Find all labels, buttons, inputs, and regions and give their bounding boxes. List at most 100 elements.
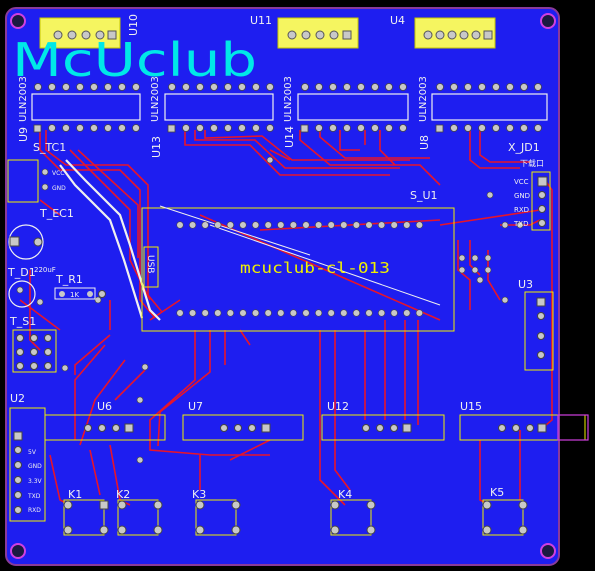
brand-logo: McUclub [12, 33, 257, 87]
r-value: 1K [70, 291, 79, 299]
mcu-pin [352, 221, 361, 229]
ref-u14: U14 [283, 126, 296, 148]
u2-pins [13, 431, 23, 514]
mcu-pin [189, 309, 197, 317]
u2-pin-33v: 3.3V [28, 478, 43, 485]
ref-k4: K4 [338, 488, 352, 501]
mounting-holes [10, 13, 556, 559]
mcu-pin [252, 221, 260, 229]
ref-u12: U12 [327, 400, 349, 413]
ref-t-ec1: T_EC1 [39, 207, 74, 220]
pin-gnd: GND [514, 192, 530, 200]
pin-gnd-tc: GND [52, 185, 66, 192]
mcu-pin [327, 221, 335, 229]
ref-u6: U6 [97, 400, 112, 413]
pin-vcc-tc: VCC [52, 170, 64, 177]
ref-k5: K5 [490, 486, 504, 499]
mcu-pin [378, 221, 386, 229]
mcu-pin [214, 309, 222, 317]
mcu-pin [277, 309, 285, 317]
ref-s-u1: S_U1 [410, 189, 438, 202]
ts1-pins [16, 334, 52, 370]
mcu-pin [315, 309, 323, 317]
u2-pin-txd: TXD [27, 493, 41, 500]
u2-pin-5v: 5V [28, 449, 37, 456]
usb-label: USB [145, 255, 155, 273]
mcu-pin [176, 221, 184, 229]
mcu-pin [201, 221, 209, 229]
ref-k2: K2 [116, 488, 130, 501]
xjd1-pins [537, 176, 548, 227]
module-pins [84, 423, 547, 433]
board-label: mcuclub-cl-013 [240, 259, 390, 277]
header-pins [53, 30, 493, 40]
ref-u8: U8 [418, 135, 431, 150]
ref-u11: U11 [250, 14, 272, 27]
cap-value: 220uF [34, 266, 56, 274]
silk-lines [7, 159, 586, 536]
mcu-pin [378, 309, 386, 317]
ref-uln-u14: ULN2003 [283, 76, 294, 122]
pin-vcc: VCC [514, 178, 529, 186]
pin-rxd: RXD [514, 206, 529, 214]
mcu-pin [315, 221, 323, 229]
ref-u7: U7 [188, 400, 203, 413]
ref-u9: U9 [17, 127, 30, 142]
mcu-pin [415, 221, 424, 229]
ref-s-tc1: S_TC1 [33, 141, 66, 154]
ref-u10: U10 [127, 14, 140, 36]
mcu-pin [201, 309, 209, 317]
mcu-pin [226, 309, 234, 317]
ref-t-r1: T_R1 [55, 273, 83, 286]
ref-uln-u13: ULN2003 [150, 76, 161, 122]
ref-t-s1: T_S1 [9, 315, 36, 328]
mcu-pin [289, 221, 298, 229]
mcu-pin [289, 309, 298, 317]
ref-u13: U13 [150, 136, 163, 158]
board-outline [5, 7, 560, 566]
mcu-pin [264, 309, 272, 317]
switch-pads [63, 500, 528, 535]
ref-u3: U3 [518, 278, 533, 291]
ref-k3: K3 [192, 488, 206, 501]
mcu-pin [327, 309, 335, 317]
mcu-pin [302, 309, 310, 317]
mcu-pin [415, 309, 424, 317]
u15-keepout [557, 414, 589, 441]
power-components [8, 224, 106, 308]
copper-traces [19, 130, 553, 506]
ref-uln-u9: ULN2003 [18, 76, 29, 122]
ref-x-jd1: X_JD1 [508, 141, 540, 154]
mcu-pin [352, 309, 361, 317]
ref-u4: U4 [390, 14, 405, 27]
mcu-pin [176, 309, 184, 317]
mcu-pin [390, 309, 398, 317]
mcu-pin [365, 309, 373, 317]
mcu-pin [226, 221, 234, 229]
u3-pins [536, 297, 546, 359]
mcu-pin [239, 221, 247, 229]
u2-pin-gnd: GND [28, 463, 42, 470]
mcu-pin [390, 221, 398, 229]
mcu-pin [340, 309, 348, 317]
mcu-pin [214, 221, 222, 229]
mcu-pin [403, 221, 411, 229]
vias [16, 156, 524, 464]
chip-pins [33, 83, 542, 133]
mcu-pin [365, 221, 373, 229]
ref-t-d1: T_D1 [7, 266, 36, 279]
mcu-pin [239, 309, 247, 317]
mcu-pin [252, 309, 260, 317]
mcu-pin [340, 221, 348, 229]
power-traces [59, 159, 161, 321]
uln-chips [31, 93, 548, 121]
ref-u15: U15 [460, 400, 482, 413]
mcu-pins [176, 221, 424, 317]
mcu-pin [302, 221, 310, 229]
u2-pin-rxd: RXD [28, 507, 41, 514]
ref-uln-u8: ULN2003 [418, 76, 429, 122]
mcu-pin [403, 309, 411, 317]
ref-u2: U2 [10, 392, 25, 405]
mcu-pin [277, 221, 285, 229]
